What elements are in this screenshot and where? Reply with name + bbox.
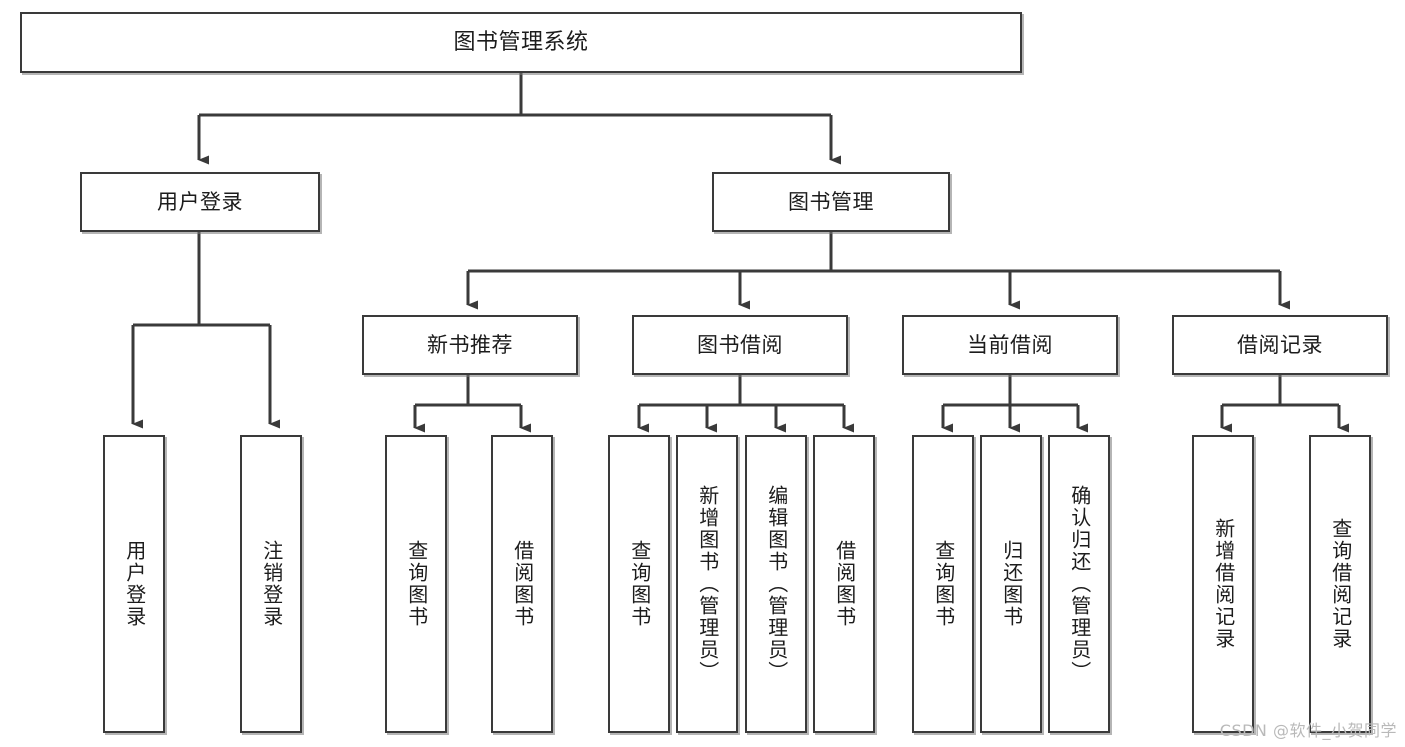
node-label: 新书推荐 [427,332,513,357]
leaf-borrow-borrow-book[interactable]: 借阅图书 [813,435,875,733]
node-current-borrow[interactable]: 当前借阅 [902,315,1118,375]
node-label: 新增借阅记录 [1211,518,1236,650]
node-label: 借阅记录 [1237,332,1323,357]
leaf-record-add-record[interactable]: 新增借阅记录 [1192,435,1254,733]
leaf-record-query-record[interactable]: 查询借阅记录 [1309,435,1371,733]
node-label: 确认归还（管理员） [1067,485,1092,683]
node-label: 查询借阅记录 [1328,518,1353,650]
node-label: 图书借阅 [697,332,783,357]
leaf-borrow-edit-book-admin[interactable]: 编辑图书（管理员） [745,435,807,733]
leaf-recommend-borrow-book[interactable]: 借阅图书 [491,435,553,733]
leaf-borrow-add-book-admin[interactable]: 新增图书（管理员） [676,435,738,733]
node-label: 图书管理 [788,189,874,214]
node-label: 用户登录 [157,189,243,214]
node-label: 注销登录 [259,540,284,628]
leaf-current-query-book[interactable]: 查询图书 [912,435,974,733]
node-label: 借阅图书 [832,540,857,628]
leaf-current-confirm-return-admin[interactable]: 确认归还（管理员） [1048,435,1110,733]
node-label: 查询图书 [627,540,652,628]
leaf-current-return-book[interactable]: 归还图书 [980,435,1042,733]
node-label: 借阅图书 [510,540,535,628]
leaf-user-login-logout[interactable]: 注销登录 [240,435,302,733]
node-new-book-recommend[interactable]: 新书推荐 [362,315,578,375]
node-label: 编辑图书（管理员） [764,485,789,683]
leaf-user-login-login[interactable]: 用户登录 [103,435,165,733]
node-label: 图书管理系统 [453,29,589,55]
leaf-borrow-query-book[interactable]: 查询图书 [608,435,670,733]
watermark-text: CSDN @软件_小贺同学 [1219,721,1397,740]
node-label: 新增图书（管理员） [695,485,720,683]
node-label: 当前借阅 [967,332,1053,357]
node-borrow-record[interactable]: 借阅记录 [1172,315,1388,375]
node-root-system[interactable]: 图书管理系统 [20,12,1022,73]
node-label: 用户登录 [122,540,147,628]
node-book-management[interactable]: 图书管理 [712,172,950,232]
leaf-recommend-query-book[interactable]: 查询图书 [385,435,447,733]
node-label: 查询图书 [931,540,956,628]
node-user-login[interactable]: 用户登录 [80,172,320,232]
node-label: 归还图书 [999,540,1024,628]
node-label: 查询图书 [404,540,429,628]
node-book-borrow[interactable]: 图书借阅 [632,315,848,375]
